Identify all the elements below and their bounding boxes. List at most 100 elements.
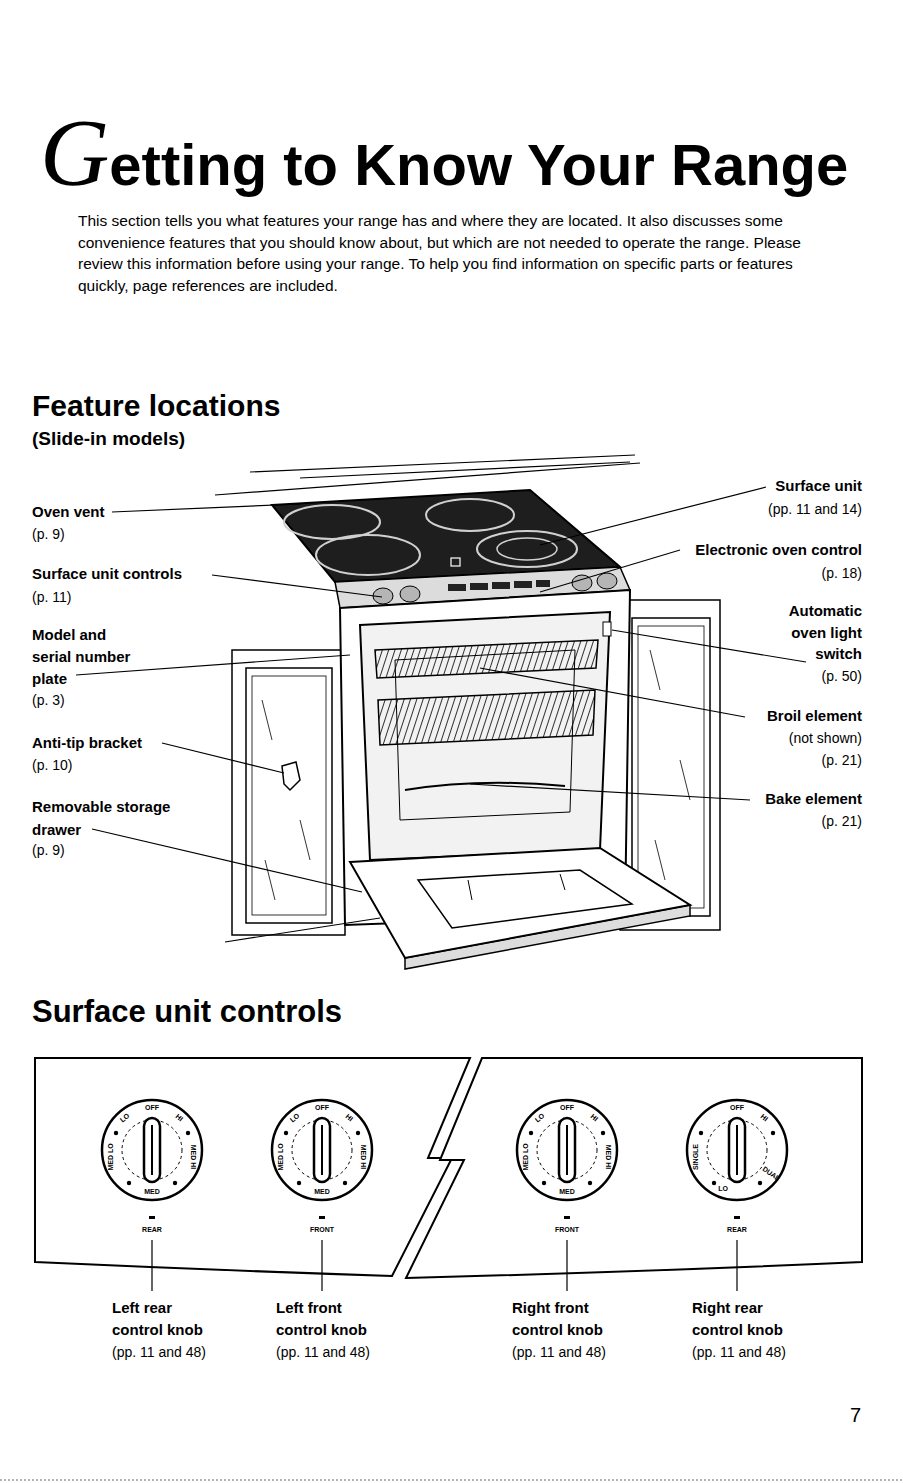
counter-edge	[215, 463, 640, 495]
left-cabinet	[232, 650, 345, 935]
page-title: Getting to Know Your Range	[40, 95, 848, 210]
position-mark	[564, 1216, 570, 1219]
oven-cavity	[360, 612, 610, 860]
knob	[597, 573, 617, 589]
dial-marking: OFF	[730, 1104, 744, 1112]
counter-edge	[250, 455, 635, 472]
oven-rack	[378, 690, 595, 745]
dial-marking: OFF	[145, 1104, 159, 1112]
page-number: 7	[850, 1403, 890, 1427]
surface-unit	[426, 499, 514, 531]
page-reference: (p. 18)	[662, 563, 862, 583]
dial-marking: OFF	[315, 1104, 329, 1112]
callout-label: Anti-tip bracket	[32, 733, 232, 753]
left-cabinet-panel	[246, 668, 332, 923]
panel-outline	[406, 1058, 862, 1278]
callout-label: Electronic oven control	[642, 540, 862, 560]
leader-line	[151, 1240, 152, 1291]
surface-unit-inner	[497, 538, 557, 560]
callout-label: Model and serial number plate	[32, 624, 144, 690]
leader-line	[162, 743, 284, 773]
position-label: REAR	[142, 1226, 162, 1234]
section-heading: Feature locations	[32, 388, 452, 424]
control-knob	[272, 1100, 372, 1200]
floor-line	[225, 918, 380, 942]
section-heading: Surface unit controls	[32, 993, 532, 1031]
page-reference: (p. 21)	[662, 750, 862, 770]
dial-marking: MED	[559, 1188, 575, 1196]
display-key	[514, 581, 532, 588]
leader-line	[112, 504, 300, 512]
callout-label: Bake element	[662, 789, 862, 809]
leader-line	[92, 829, 362, 892]
page-reference: (p. 21)	[662, 811, 862, 831]
display-key	[448, 584, 466, 591]
hot-surface-light	[451, 558, 460, 566]
cooktop	[272, 490, 620, 582]
leader-line	[540, 487, 766, 545]
page-reference: (pp. 11 and 14)	[662, 499, 862, 519]
surface-unit	[284, 505, 380, 539]
display-key	[470, 583, 488, 590]
leader-line	[470, 784, 750, 800]
door-detail	[560, 874, 565, 890]
section-subheading: (Slide-in models)	[32, 427, 332, 451]
position-mark	[319, 1216, 325, 1219]
counter-edge	[300, 462, 630, 478]
page-reference: (p. 3)	[32, 690, 232, 710]
surface-unit	[316, 535, 420, 575]
callout-label: Right rear control knob	[692, 1297, 802, 1341]
panel-outline	[35, 1058, 470, 1276]
dial-marking: MED LO	[277, 1143, 285, 1170]
right-cabinet-panel	[632, 618, 710, 916]
dial-marking: MED	[314, 1188, 330, 1196]
page-reference: (pp. 11 and 48)	[112, 1342, 272, 1362]
page-reference: (pp. 11 and 48)	[512, 1342, 672, 1362]
dial-marking: MED HI	[359, 1145, 367, 1170]
dial-marking: SINGLE	[692, 1144, 700, 1170]
callout-label: Left rear control knob	[112, 1297, 222, 1341]
callout-label: Right front control knob	[512, 1297, 622, 1341]
light-switch	[603, 622, 611, 636]
page-reference: (p. 9)	[32, 840, 232, 860]
leader-line	[736, 1240, 737, 1291]
leader-line	[540, 550, 680, 592]
callout-label: Left front control knob	[276, 1297, 386, 1341]
callout-label: Surface unit controls	[32, 564, 252, 584]
dial-marking: MED HI	[604, 1145, 612, 1170]
oven-door	[350, 848, 690, 969]
surface-unit	[477, 531, 577, 567]
bake-element	[405, 783, 565, 790]
leader-line	[480, 668, 745, 717]
page-edge-line	[0, 1480, 903, 1481]
dial-marking: MED LO	[107, 1143, 115, 1170]
door-detail	[468, 880, 472, 900]
control-knob	[687, 1100, 787, 1200]
cabinet-shading	[650, 650, 690, 880]
leader-line	[612, 630, 806, 662]
display-key	[536, 580, 550, 587]
page-reference: (not shown)	[662, 728, 862, 748]
dial-marking: MED	[144, 1188, 160, 1196]
dial-marking: LO	[718, 1185, 728, 1193]
callout-label: Oven vent	[32, 502, 232, 522]
leader-line	[321, 1240, 322, 1291]
leader-line	[566, 1240, 567, 1291]
position-mark	[734, 1216, 740, 1219]
callout-label: Automatic oven light switch	[767, 600, 862, 665]
anti-tip-bracket	[282, 762, 300, 790]
right-cabinet-panel	[638, 626, 704, 908]
dial-marking: MED HI	[189, 1145, 197, 1170]
left-cabinet-panel	[252, 676, 326, 915]
position-label: REAR	[727, 1226, 747, 1234]
position-label: FRONT	[555, 1226, 579, 1234]
intro-paragraph: This section tells you what features you…	[78, 210, 823, 296]
page-reference: (p. 50)	[662, 666, 862, 686]
knob	[400, 586, 420, 602]
door-panel	[350, 848, 690, 958]
door-window	[418, 870, 632, 928]
oven-rack	[375, 640, 598, 678]
countertop-lines	[215, 455, 640, 495]
display-key	[492, 582, 510, 589]
glass-cooktop	[272, 490, 620, 582]
